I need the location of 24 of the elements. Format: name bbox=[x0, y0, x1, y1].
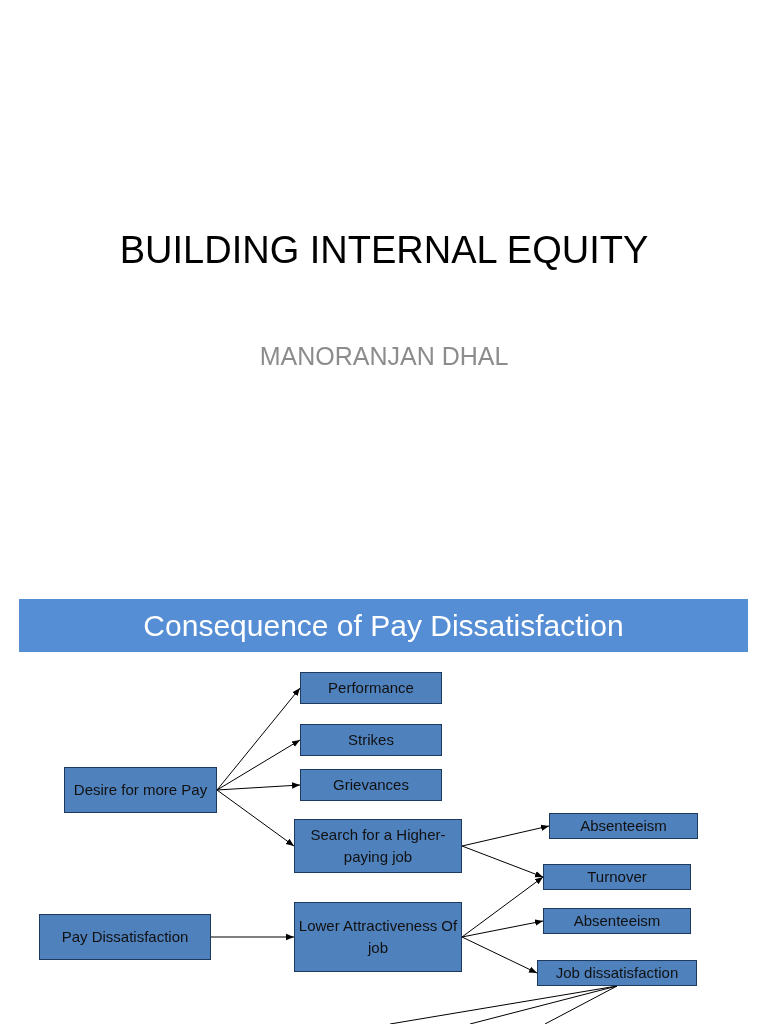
arrow bbox=[216, 782, 301, 791]
arrow bbox=[210, 933, 295, 941]
slide-title: BUILDING INTERNAL EQUITY bbox=[118, 228, 650, 273]
slide-subtitle: MANORANJAN DHAL bbox=[258, 341, 510, 372]
arrow bbox=[461, 876, 544, 938]
process-box: Grievances bbox=[300, 769, 442, 801]
process-box: Absenteeism bbox=[543, 908, 691, 934]
process-box: Turnover bbox=[543, 864, 691, 890]
arrow bbox=[216, 687, 301, 791]
arrow bbox=[461, 919, 544, 938]
process-box: Lower Attractiveness Of job bbox=[294, 902, 462, 972]
process-box: Absenteeism bbox=[549, 813, 698, 839]
arrow bbox=[461, 824, 550, 847]
process-box: Pay Dissatisfaction bbox=[39, 914, 211, 960]
header-banner: Consequence of Pay Dissatisfaction bbox=[19, 599, 748, 652]
process-box: Strikes bbox=[300, 724, 442, 756]
arrow bbox=[461, 845, 544, 878]
process-box: Desire for more Pay bbox=[64, 767, 217, 813]
arrow bbox=[461, 936, 538, 974]
arrow bbox=[216, 789, 295, 847]
process-box: Search for a Higher-paying job bbox=[294, 819, 462, 873]
process-box: Performance bbox=[300, 672, 442, 704]
process-box: Job dissatisfaction bbox=[537, 960, 697, 986]
arrow bbox=[216, 739, 301, 791]
